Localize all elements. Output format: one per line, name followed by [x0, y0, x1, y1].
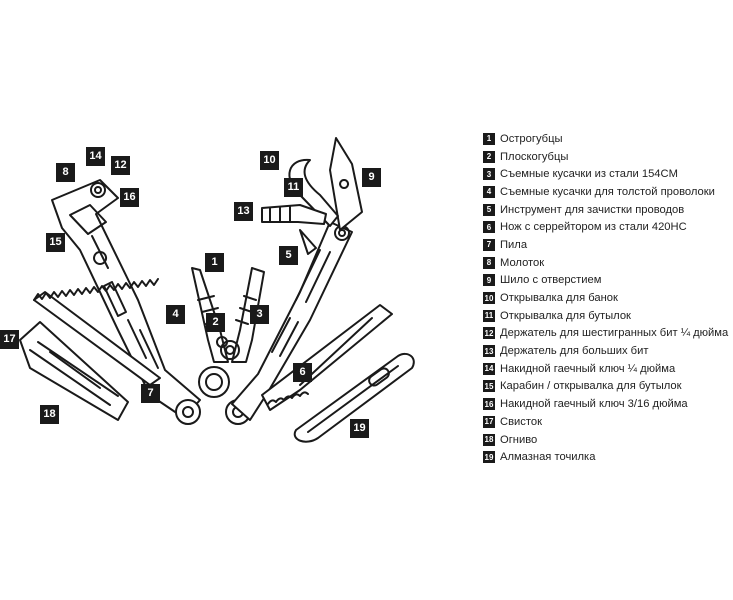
callout-4: 4 [166, 305, 185, 324]
legend-number-badge: 14 [483, 362, 495, 375]
serrated-knife [261, 304, 393, 411]
callout-13: 13 [234, 202, 253, 221]
callout-2: 2 [206, 313, 225, 332]
legend-number-badge: 10 [483, 292, 495, 305]
legend-item: 13 Держатель для больших бит [483, 342, 731, 360]
legend-label: Инструмент для зачистки проводов [500, 203, 685, 216]
legend-label: Держатель для шестигранных бит ¼ дюйма [500, 327, 729, 340]
legend-label: Открывалка для бутылок [500, 309, 631, 322]
callout-17: 17 [0, 330, 19, 349]
legend-number-badge: 9 [483, 274, 495, 287]
legend-label: Съемные кусачки для толстой проволоки [500, 185, 715, 198]
left-handle [51, 179, 201, 419]
legend-number-badge: 3 [483, 168, 495, 181]
legend-label: Пила [500, 238, 528, 251]
legend-number-badge: 2 [483, 150, 495, 163]
legend-label: Накидной гаечный ключ 3/16 дюйма [500, 398, 688, 411]
legend-number-badge: 8 [483, 256, 495, 269]
right-handle [231, 221, 353, 421]
saw-blade [33, 278, 161, 386]
diamond-sharpener [293, 352, 415, 443]
awl-can-opener [288, 137, 363, 231]
legend-item: 1 Острогубцы [483, 130, 731, 148]
legend-number-badge: 6 [483, 221, 495, 234]
callout-18: 18 [40, 405, 59, 424]
legend-label: Молоток [500, 256, 545, 269]
callout-9: 9 [362, 168, 381, 187]
legend-item: 9 Шило с отверстием [483, 272, 731, 290]
callout-6: 6 [293, 363, 312, 382]
callout-15: 15 [46, 233, 65, 252]
legend-label: Открывалка для банок [500, 292, 618, 305]
legend-label: Свисток [500, 415, 542, 428]
bit-driver [261, 204, 327, 255]
legend-number-badge: 16 [483, 398, 495, 411]
callout-8: 8 [56, 163, 75, 182]
callout-14: 14 [86, 147, 105, 166]
legend-item: 11 Открывалка для бутылок [483, 307, 731, 325]
legend-number-badge: 15 [483, 380, 495, 393]
ferro-rod-whistle [19, 321, 129, 421]
legend-item: 7 Пила [483, 236, 731, 254]
legend-number-badge: 19 [483, 451, 495, 464]
legend-item: 18 Огниво [483, 431, 731, 449]
legend-number-badge: 17 [483, 415, 495, 428]
callout-19: 19 [350, 419, 369, 438]
callout-3: 3 [250, 305, 269, 324]
legend-number-badge: 11 [483, 309, 495, 322]
callout-1: 1 [205, 253, 224, 272]
callout-7: 7 [141, 384, 160, 403]
legend-number-badge: 18 [483, 433, 495, 446]
legend-label: Съемные кусачки из стали 154CM [500, 168, 678, 181]
legend-number-badge: 7 [483, 238, 495, 251]
legend-number-badge: 13 [483, 345, 495, 358]
legend-number-badge: 1 [483, 132, 495, 145]
legend-label: Алмазная точилка [500, 451, 596, 464]
legend-item: 3 Съемные кусачки из стали 154CM [483, 165, 731, 183]
legend-label: Огниво [500, 433, 538, 446]
legend-item: 2 Плоскогубцы [483, 148, 731, 166]
legend-item: 6 Нож с серрейтором из стали 420HC [483, 218, 731, 236]
callout-5: 5 [279, 246, 298, 265]
legend-label: Шило с отверстием [500, 274, 602, 287]
callout-10: 10 [260, 151, 279, 170]
callout-11: 11 [284, 178, 303, 197]
callout-16: 16 [120, 188, 139, 207]
legend-label: Острогубцы [500, 132, 563, 145]
legend-number-badge: 4 [483, 185, 495, 198]
legend-item: 19 Алмазная точилка [483, 448, 731, 466]
legend-item: 15 Карабин / открывалка для бутылок [483, 378, 731, 396]
legend-label: Держатель для больших бит [500, 345, 649, 358]
legend-item: 17 Свисток [483, 413, 731, 431]
legend-item: 10 Открывалка для банок [483, 289, 731, 307]
legend-number-badge: 5 [483, 203, 495, 216]
legend-item: 8 Молоток [483, 254, 731, 272]
legend-label: Плоскогубцы [500, 150, 569, 163]
legend-number-badge: 12 [483, 327, 495, 340]
callout-12: 12 [111, 156, 130, 175]
legend-label: Карабин / открывалка для бутылок [500, 380, 682, 393]
legend-item: 14 Накидной гаечный ключ ¼ дюйма [483, 360, 731, 378]
legend-item: 4 Съемные кусачки для толстой проволоки [483, 183, 731, 201]
legend-label: Накидной гаечный ключ ¼ дюйма [500, 362, 676, 375]
legend-label: Нож с серрейтором из стали 420HC [500, 221, 687, 234]
legend-item: 16 Накидной гаечный ключ 3/16 дюйма [483, 395, 731, 413]
legend-item: 12 Держатель для шестигранных бит ¼ дюйма [483, 325, 731, 343]
legend-item: 5 Инструмент для зачистки проводов [483, 201, 731, 219]
